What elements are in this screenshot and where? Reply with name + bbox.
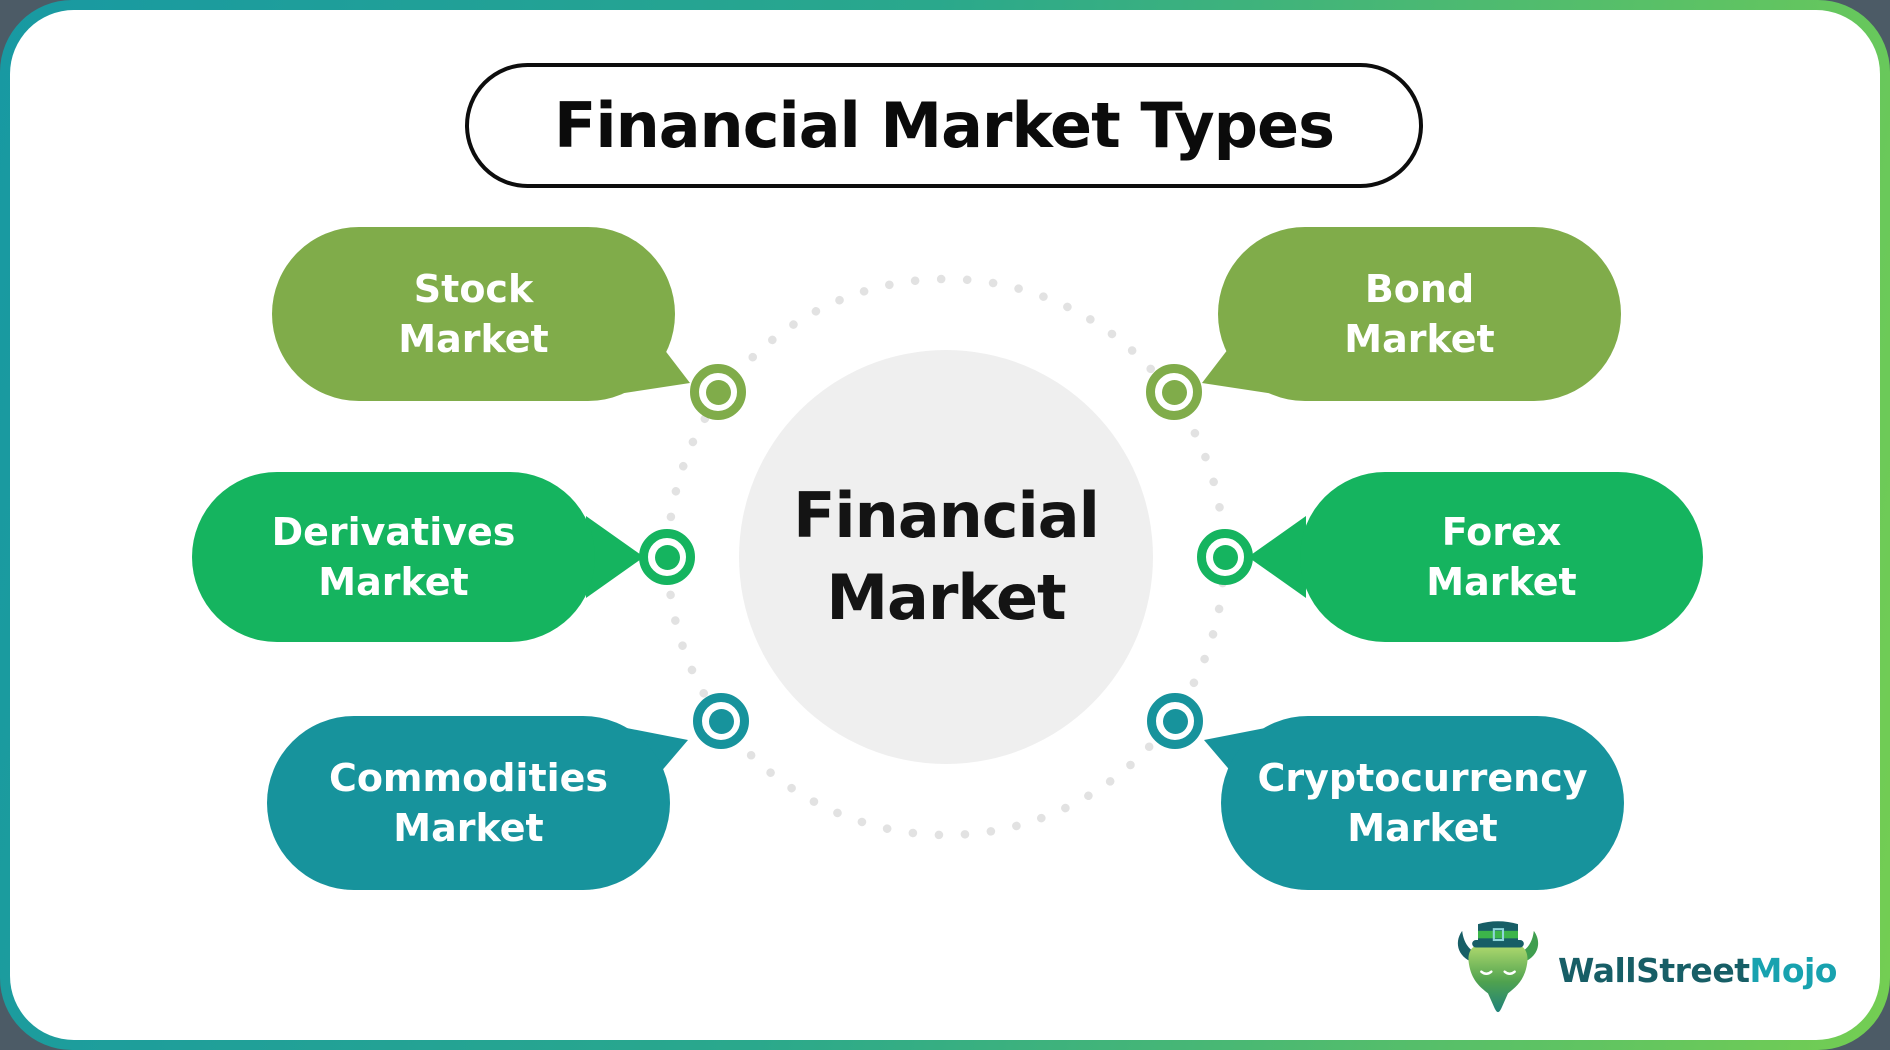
bubble-label: Market — [1347, 806, 1498, 850]
bubble-forex-market: Forex Market — [1300, 472, 1703, 642]
bubble-label: Market — [1344, 317, 1495, 361]
ring-dot — [1212, 544, 1238, 570]
bubble-cryptocurrency-market: Cryptocurrency Market — [1221, 716, 1624, 890]
bubble-label: Market — [1426, 560, 1577, 604]
central-node-label-line2: Market — [826, 561, 1066, 634]
title-banner: Financial Market Types — [465, 63, 1423, 188]
central-node: Financial Market — [739, 350, 1153, 764]
bubble-label: Market — [398, 317, 549, 361]
connector-ring-derivatives — [639, 529, 695, 585]
bubble-derivatives-market: Derivatives Market — [192, 472, 595, 642]
bubble-label: Stock — [413, 266, 534, 311]
bubble-stock-market: Stock Market — [272, 227, 675, 401]
ring-dot — [654, 544, 680, 570]
bubble-label: Forex — [1441, 509, 1562, 554]
ring-dot — [1162, 708, 1188, 734]
bubble-commodities-market: Commodities Market — [267, 716, 670, 890]
logo-wordmark: WallStreetMojo — [1558, 951, 1837, 990]
forex-bubble-tail — [1248, 516, 1306, 598]
central-node-label-line1: Financial — [793, 479, 1100, 553]
bubble-label: Market — [393, 806, 544, 850]
connector-ring-bond — [1146, 364, 1202, 420]
bull-mascot-icon — [1457, 921, 1539, 1013]
bubble-label: Cryptocurrency — [1257, 755, 1588, 800]
connector-ring-crypto — [1147, 693, 1203, 749]
bubble-label: Bond — [1364, 266, 1475, 311]
logo-text-accent: Mojo — [1749, 950, 1837, 990]
connector-ring-commodities — [693, 693, 749, 749]
page-title: Financial Market Types — [553, 89, 1335, 162]
derivatives-bubble-tail — [586, 516, 644, 598]
logo-text-primary: WallStreet — [1558, 950, 1750, 990]
bubble-bond-market: Bond Market — [1218, 227, 1621, 401]
bubble-label: Derivatives — [271, 509, 516, 554]
ring-dot — [705, 379, 731, 405]
ring-dot — [708, 708, 734, 734]
connector-ring-stock — [690, 364, 746, 420]
bubble-label: Market — [318, 560, 469, 604]
ring-dot — [1161, 379, 1187, 405]
connector-ring-forex — [1197, 529, 1253, 585]
wallstreetmojo-logo: WallStreetMojo — [1448, 918, 1837, 1022]
bubble-label: Commodities — [328, 755, 609, 800]
